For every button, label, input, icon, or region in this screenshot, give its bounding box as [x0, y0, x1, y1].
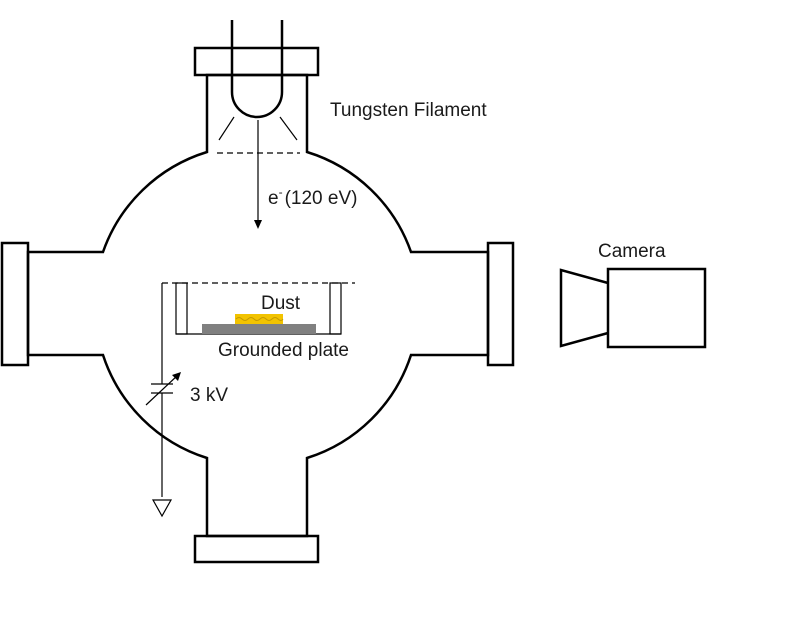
left-flange: [0, 241, 30, 367]
camera-icon: [559, 267, 707, 349]
camera-label: Camera: [598, 241, 666, 262]
dust-label: Dust: [261, 293, 301, 314]
top-flange: [193, 46, 320, 77]
holder-right-wall: [329, 282, 342, 335]
holder-left-wall: [175, 282, 188, 335]
electron-beam-arrow: [254, 120, 262, 229]
electron-beam-label: e-(120 eV): [268, 185, 357, 209]
grounded-plate: [202, 324, 316, 334]
voltage-label: 3 kV: [190, 385, 228, 406]
variable-source-arrow: [145, 372, 181, 406]
voltage-circuit: [151, 283, 173, 497]
bottom-flange: [193, 534, 320, 564]
grounded-plate-label: Grounded plate: [218, 340, 349, 361]
dust-layer: [235, 314, 284, 324]
filament-label: Tungsten Filament: [330, 100, 487, 121]
ground-symbol: [151, 499, 173, 518]
right-flange: [486, 241, 515, 367]
